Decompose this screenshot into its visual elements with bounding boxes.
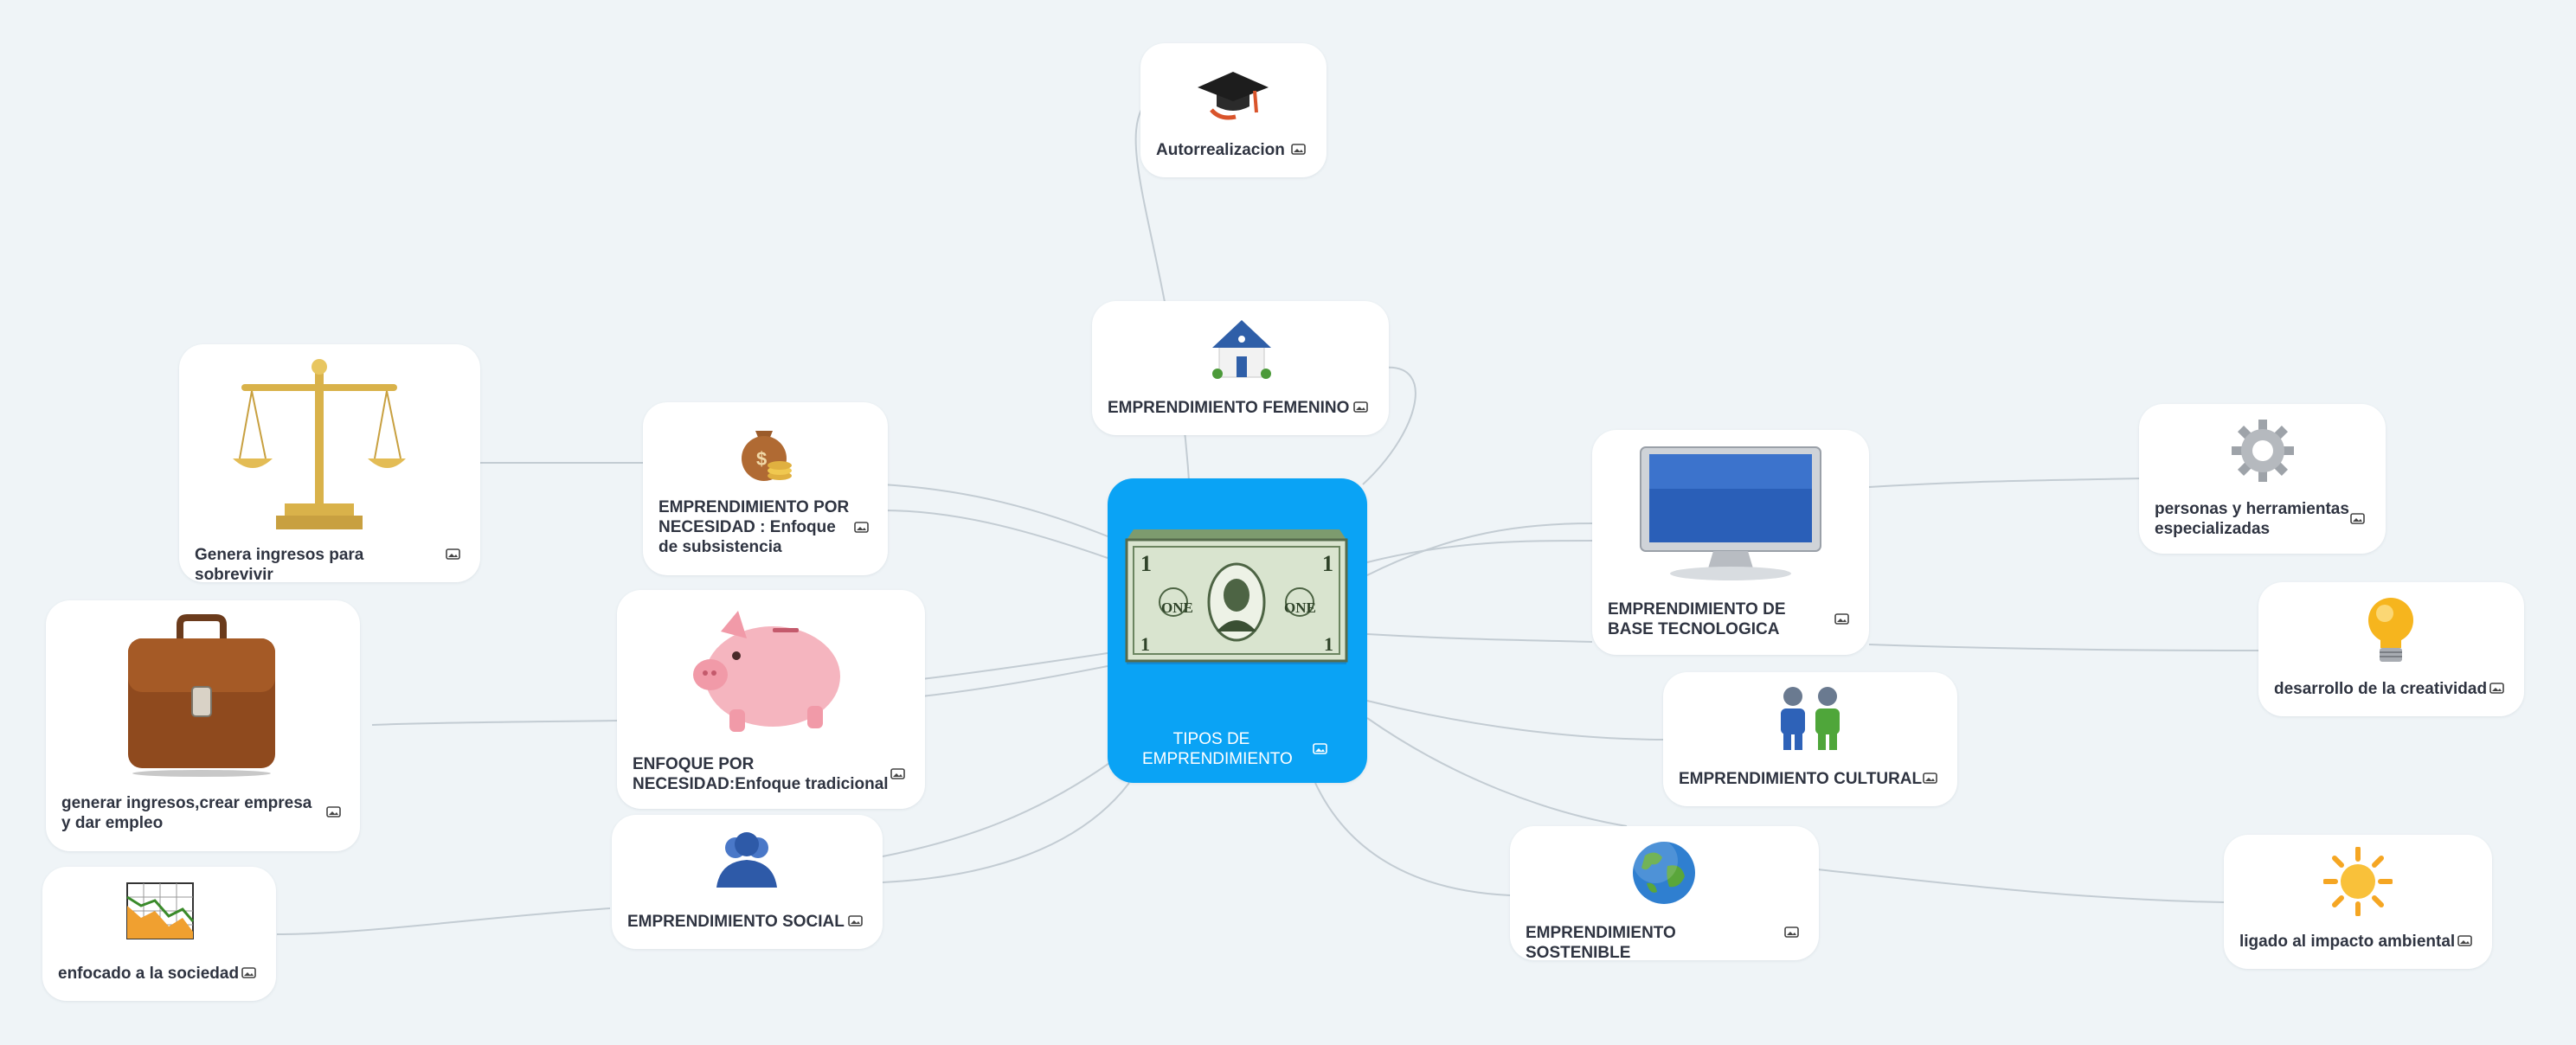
node-creatividad-label: desarrollo de la creatividad — [2274, 680, 2488, 698]
two-people-icon — [1781, 687, 1840, 750]
node-ambiental-label: ligado al impacto ambiental — [2239, 933, 2456, 951]
node-sostenible[interactable]: EMPRENDIMIENTO SOSTENIBLE — [1510, 826, 1819, 962]
briefcase-icon — [128, 614, 275, 777]
svg-text:$: $ — [756, 448, 767, 470]
image-icon — [326, 806, 341, 817]
money-bag-icon: $ — [742, 431, 792, 481]
node-personas[interactable]: personas y herramientas especializadas — [2139, 404, 2386, 554]
image-icon — [1923, 773, 1937, 784]
svg-text:1: 1 — [1322, 551, 1333, 576]
node-tecnologica-label: EMPRENDIMIENTO DE BASE TECNOLOGICA — [1608, 600, 1786, 638]
node-autorrealizacion-label: Autorrealizacion — [1156, 141, 1285, 159]
scales-icon — [233, 359, 406, 529]
central-topic[interactable]: ONE ONE 1 1 1 1 TIPOS DE EMPRENDIMIENTO — [1108, 478, 1367, 783]
node-generar[interactable]: generar ingresos,crear empresa y dar emp… — [46, 600, 360, 851]
node-femenino-label: EMPRENDIMIENTO FEMENINO — [1108, 399, 1350, 417]
dollar-bill-icon: ONE ONE 1 1 1 1 — [1125, 529, 1348, 664]
image-icon — [1291, 144, 1306, 155]
node-cultural[interactable]: EMPRENDIMIENTO CULTURAL — [1663, 672, 1957, 806]
node-necesidad-label: EMPRENDIMIENTO POR NECESIDAD : Enfoque d… — [658, 498, 850, 556]
node-sostenible-label: EMPRENDIMIENTO SOSTENIBLE — [1526, 924, 1676, 962]
node-social-label: EMPRENDIMIENTO SOCIAL — [627, 913, 845, 931]
node-personas-label: personas y herramientas especializadas — [2155, 500, 2349, 538]
node-enfoque[interactable]: ENFOQUE POR NECESIDAD:Enfoque tradiciona… — [617, 590, 925, 809]
image-icon — [241, 967, 256, 978]
node-social[interactable]: EMPRENDIMIENTO SOCIAL — [612, 815, 883, 949]
chart-icon — [126, 882, 195, 939]
lightbulb-icon — [2368, 598, 2413, 662]
image-icon — [1353, 401, 1368, 413]
node-autorrealizacion[interactable]: Autorrealizacion — [1140, 43, 1327, 177]
globe-icon — [1633, 838, 1695, 904]
svg-text:ONE: ONE — [1284, 599, 1316, 616]
svg-text:1: 1 — [1140, 633, 1150, 655]
house-icon — [1212, 320, 1271, 379]
node-ambiental[interactable]: ligado al impacto ambiental — [2224, 835, 2492, 969]
people-icon — [716, 832, 777, 888]
node-enfoque-label: ENFOQUE POR NECESIDAD:Enfoque tradiciona… — [633, 755, 889, 793]
sun-icon — [2323, 847, 2393, 916]
image-icon — [2457, 935, 2472, 946]
central-topic-label: TIPOS DE EMPRENDIMIENTO — [1142, 730, 1293, 768]
node-tecnologica[interactable]: EMPRENDIMIENTO DE BASE TECNOLOGICA — [1592, 430, 1869, 655]
node-sobrevivir[interactable]: Genera ingresos para sobrevivir — [179, 344, 480, 584]
image-icon — [2489, 683, 2504, 694]
node-necesidad[interactable]: $ EMPRENDIMIENTO POR NECESIDAD : Enfoque… — [643, 402, 888, 575]
image-icon — [1784, 926, 1799, 938]
image-icon — [890, 768, 905, 779]
node-generar-label: generar ingresos,crear empresa y dar emp… — [61, 794, 312, 832]
image-icon — [1313, 743, 1327, 754]
monitor-icon — [1640, 446, 1821, 580]
node-femenino[interactable]: EMPRENDIMIENTO FEMENINO — [1092, 301, 1389, 435]
image-icon — [446, 548, 460, 560]
node-sociedad[interactable]: enfocado a la sociedad — [42, 867, 276, 1001]
svg-text:ONE: ONE — [1161, 599, 1193, 616]
gear-icon — [2232, 420, 2294, 482]
node-cultural-label: EMPRENDIMIENTO CULTURAL — [1679, 770, 1923, 788]
svg-text:1: 1 — [1324, 633, 1333, 655]
node-sociedad-label: enfocado a la sociedad — [58, 965, 240, 983]
node-creatividad[interactable]: desarrollo de la creatividad — [2258, 582, 2524, 716]
node-sobrevivir-label: Genera ingresos para sobrevivir — [195, 546, 364, 584]
image-icon — [854, 522, 869, 533]
piggy-bank-icon — [693, 611, 840, 732]
image-icon — [848, 915, 863, 926]
svg-text:1: 1 — [1140, 551, 1152, 576]
graduation-cap-icon — [1198, 72, 1269, 120]
image-icon — [1834, 613, 1849, 625]
image-icon — [2350, 513, 2365, 524]
